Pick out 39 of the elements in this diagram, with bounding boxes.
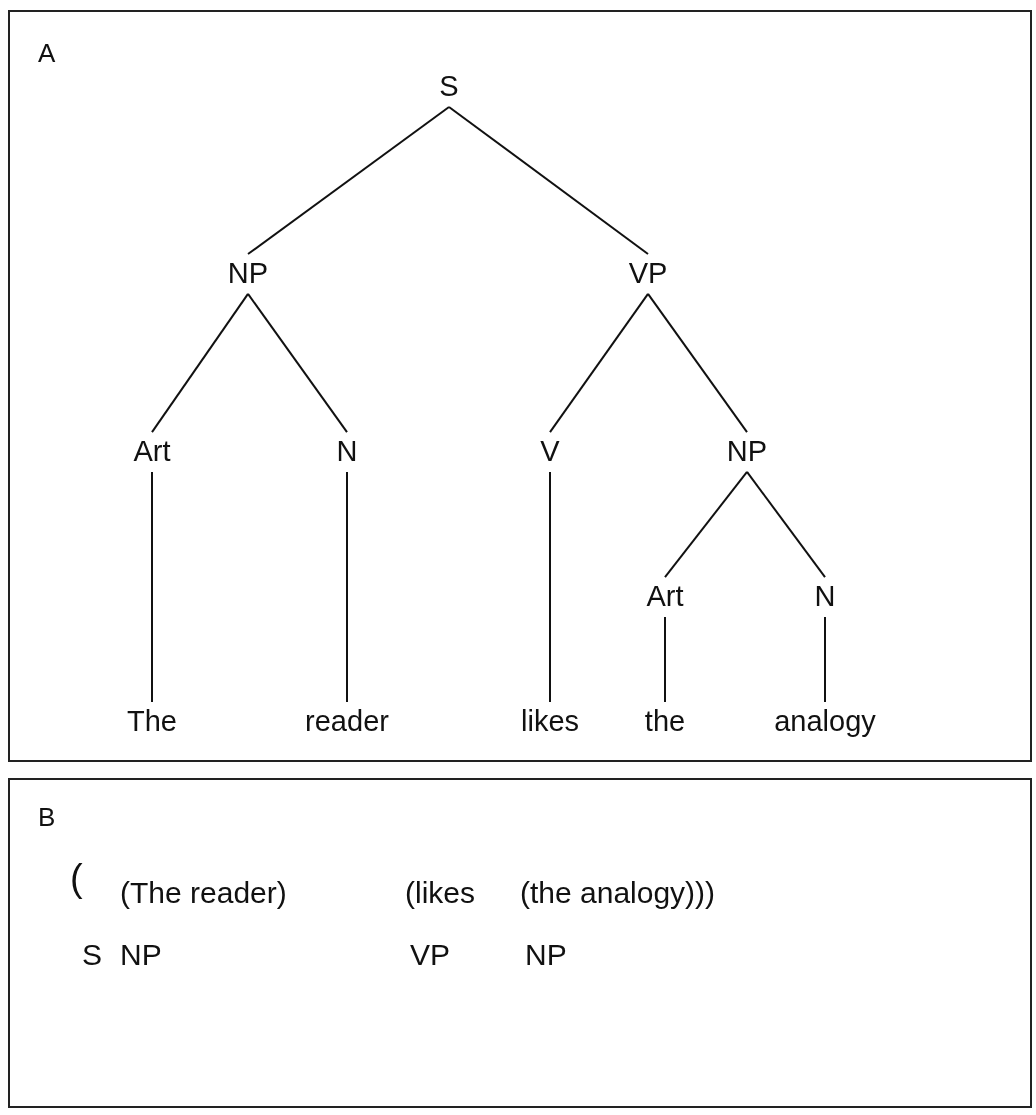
tree-branch-line	[549, 292, 649, 434]
tree-node-label: analogy	[774, 706, 876, 738]
tree-node-label: N	[814, 581, 836, 613]
bracket: (	[70, 858, 83, 900]
bracket-notation-text: VP	[410, 938, 451, 971]
tree-node-label: the	[644, 706, 686, 738]
bracket-notation-text: (the analogy)))	[520, 876, 716, 909]
tree-node-label: likes	[521, 706, 579, 738]
panel-frame	[8, 778, 1032, 1108]
tree-node-label: Art	[646, 581, 684, 613]
tree-branch-line	[664, 470, 748, 579]
tree-branch-line	[746, 470, 826, 579]
tree-node-label: reader	[305, 706, 389, 738]
tree-branch-line	[346, 470, 348, 704]
tree-branch-line	[549, 470, 551, 704]
panel-frame	[8, 10, 1032, 762]
tree-branch-line	[824, 615, 826, 704]
panel-letter: A	[38, 38, 56, 69]
tree-branch-line	[247, 105, 450, 256]
tree-node-label: V	[540, 436, 560, 468]
bracket-notation-text: NP	[120, 938, 162, 971]
tree-branch-line	[151, 470, 153, 704]
tree-branch-line	[647, 292, 748, 434]
bracket-notation-text: (The reader)	[120, 876, 287, 909]
tree-node-label: S	[439, 71, 459, 103]
tree-branch-line	[247, 292, 348, 434]
bracket-notation-text: S	[82, 938, 102, 971]
tree-node-label: NP	[726, 436, 768, 468]
tree-branch-line	[151, 292, 249, 434]
tree-branch-line	[664, 615, 666, 704]
bracket-notation-text: (likes	[405, 876, 475, 909]
tree-node-label: VP	[628, 258, 668, 290]
tree-branch-line	[448, 105, 649, 256]
tree-node-label: The	[127, 706, 177, 738]
tree-node-label: NP	[227, 258, 269, 290]
tree-node-label: N	[336, 436, 358, 468]
tree-node-label: Art	[133, 436, 171, 468]
bracket-notation-text: NP	[525, 938, 567, 971]
panel-letter: B	[38, 802, 56, 833]
